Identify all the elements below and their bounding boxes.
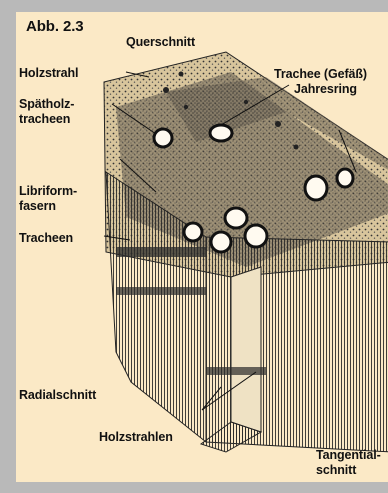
wood-ray-band <box>116 287 206 295</box>
label-tangential-line-1: Tangential- <box>316 448 381 463</box>
label-spaetholz-line-1: Spätholz- <box>19 97 74 112</box>
figure-panel: Abb. 2.3 Querschnitt Holzstrahl Trachee … <box>16 12 388 482</box>
label-jahresring: Jahresring <box>294 82 357 97</box>
label-querschnitt: Querschnitt <box>126 35 195 50</box>
label-libriform-line-1: Libriform- <box>19 184 77 199</box>
figure-number: Abb. 2.3 <box>26 19 84 34</box>
label-libriform-line-2: fasern <box>19 199 77 214</box>
label-radialschnitt: Radialschnitt <box>19 388 96 403</box>
label-spaetholz-line-2: tracheen <box>19 112 74 127</box>
label-tangential-line-2: schnitt <box>316 463 381 478</box>
label-libriformfasern: Libriform- fasern <box>19 184 77 214</box>
inner-step-face <box>231 267 261 432</box>
label-tracheen: Tracheen <box>19 231 73 246</box>
label-trachee-gefaess: Trachee (Gefäß) <box>274 67 367 82</box>
label-holzstrahl: Holzstrahl <box>19 66 78 81</box>
label-holzstrahlen: Holzstrahlen <box>99 430 173 445</box>
wood-ray-band <box>206 367 266 375</box>
wood-ray-band <box>116 247 206 257</box>
label-tangentialschnitt: Tangential- schnitt <box>316 448 381 478</box>
label-spaetholztracheen: Spätholz- tracheen <box>19 97 74 127</box>
